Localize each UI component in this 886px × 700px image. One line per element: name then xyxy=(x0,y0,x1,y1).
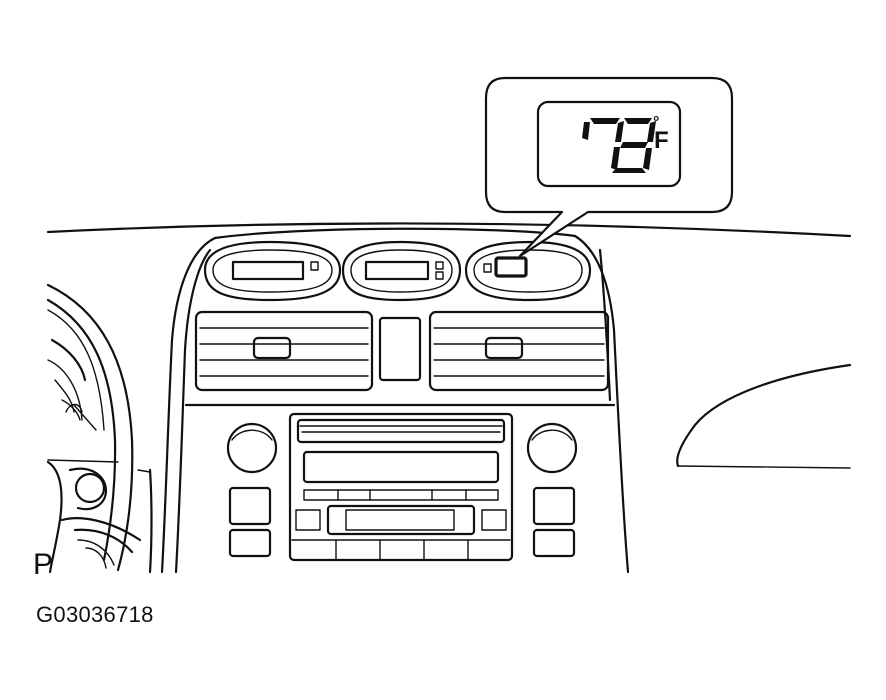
seven-segment-digit-7 xyxy=(582,118,624,170)
temperature-display-highlight xyxy=(494,256,528,278)
dashboard-top-edge xyxy=(46,222,852,238)
display-pod-left xyxy=(203,240,342,302)
temperature-value: 73 xyxy=(582,114,652,172)
passenger-dash-lower-edge xyxy=(677,465,851,469)
center-stack xyxy=(160,227,630,574)
right-side-buttons xyxy=(532,486,576,558)
seven-segment-digit-3 xyxy=(612,118,656,173)
degree-symbol: ° xyxy=(653,114,660,131)
left-knob xyxy=(226,422,278,474)
temperature-unit: ° F xyxy=(653,114,669,154)
instrument-cluster xyxy=(46,283,134,572)
view-letter-label: P xyxy=(33,548,54,581)
callout-display-window xyxy=(536,100,682,188)
display-pod-center xyxy=(341,240,462,302)
left-side-buttons xyxy=(228,486,272,558)
figure-code-label: G03036718 xyxy=(36,602,154,627)
steering-column xyxy=(46,460,153,574)
right-knob xyxy=(526,422,578,474)
left-air-vent xyxy=(194,310,374,392)
passenger-dash-contour xyxy=(676,363,852,468)
audio-panel xyxy=(184,403,616,562)
display-pod-right xyxy=(464,240,592,302)
hazard-switch xyxy=(378,316,422,382)
unit-letter: F xyxy=(654,127,669,154)
temperature-callout xyxy=(484,76,734,258)
right-air-vent xyxy=(428,310,610,392)
